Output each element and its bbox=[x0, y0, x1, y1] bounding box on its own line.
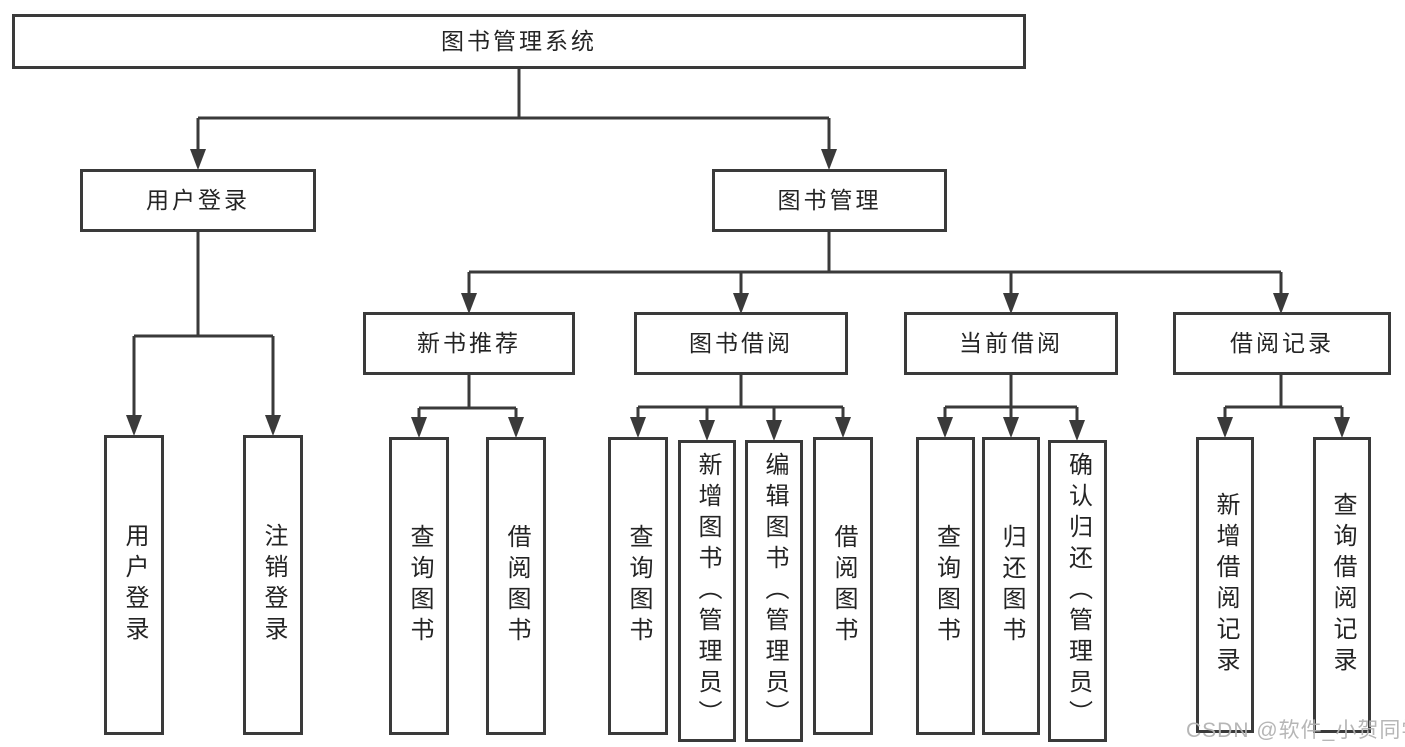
arrowhead bbox=[1003, 293, 1019, 314]
arrowhead bbox=[461, 293, 477, 314]
arrowhead bbox=[1217, 417, 1233, 438]
node-label: 当前借阅 bbox=[959, 329, 1063, 356]
arrowhead bbox=[265, 415, 281, 436]
leaf-return-books: 归还图书 bbox=[982, 437, 1040, 735]
node-label: 查询图书 bbox=[406, 524, 433, 648]
arrowhead bbox=[1069, 420, 1085, 441]
leaf-confirm-return-admin: 确认归还（管理员） bbox=[1048, 440, 1107, 742]
node-label: 借阅图书 bbox=[830, 524, 857, 648]
node-label: 查询图书 bbox=[932, 524, 960, 648]
arrowhead bbox=[126, 415, 142, 436]
arrowhead bbox=[1273, 293, 1289, 314]
arrowhead bbox=[411, 417, 427, 438]
arrowhead bbox=[733, 293, 749, 314]
arrowhead bbox=[630, 417, 646, 438]
leaf-user-login: 用户登录 bbox=[104, 435, 164, 735]
leaf-borrow-books-borrowing: 借阅图书 bbox=[813, 437, 873, 735]
node-label: 编辑图书（管理员） bbox=[761, 451, 788, 731]
arrowheads bbox=[126, 149, 1350, 441]
arrowhead bbox=[766, 420, 782, 441]
node-new-book-recommendation: 新书推荐 bbox=[363, 312, 575, 375]
node-label: 注销登录 bbox=[260, 523, 287, 647]
node-label: 用户登录 bbox=[121, 523, 148, 647]
arrowhead bbox=[835, 417, 851, 438]
arrowhead bbox=[508, 417, 524, 438]
arrowhead bbox=[937, 417, 953, 438]
node-label: 确认归还（管理员） bbox=[1064, 451, 1092, 731]
leaf-query-books-current: 查询图书 bbox=[916, 437, 975, 735]
arrowhead bbox=[699, 420, 715, 441]
leaf-add-borrow-record: 新增借阅记录 bbox=[1196, 437, 1254, 733]
arrowhead bbox=[190, 149, 206, 170]
csdn-watermark: CSDN @软件_小贺同学 bbox=[1186, 719, 1405, 742]
leaf-add-books-admin: 新增图书（管理员） bbox=[678, 440, 736, 742]
leaf-query-books-borrowing: 查询图书 bbox=[608, 437, 668, 735]
node-label: 新增借阅记录 bbox=[1212, 492, 1239, 678]
node-label: 图书借阅 bbox=[689, 329, 793, 356]
node-label: 借阅记录 bbox=[1230, 329, 1334, 356]
node-label: 借阅图书 bbox=[503, 524, 530, 648]
node-label: 新增图书（管理员） bbox=[694, 451, 721, 731]
node-label: 查询图书 bbox=[625, 524, 652, 648]
node-book-borrowing: 图书借阅 bbox=[634, 312, 848, 375]
node-label: 图书管理系统 bbox=[441, 27, 597, 54]
leaf-query-borrow-record: 查询借阅记录 bbox=[1313, 437, 1371, 733]
node-label: 新书推荐 bbox=[417, 329, 521, 356]
leaf-borrow-books-recommend: 借阅图书 bbox=[486, 437, 546, 735]
node-book-management: 图书管理 bbox=[712, 169, 947, 232]
leaf-edit-books-admin: 编辑图书（管理员） bbox=[745, 440, 803, 742]
node-user-login: 用户登录 bbox=[80, 169, 316, 232]
node-label: 查询借阅记录 bbox=[1329, 492, 1356, 678]
node-borrowing-records: 借阅记录 bbox=[1173, 312, 1391, 375]
arrowhead bbox=[1334, 417, 1350, 438]
node-label: 归还图书 bbox=[998, 524, 1025, 648]
node-label: 图书管理 bbox=[777, 186, 882, 213]
leaf-logout-login: 注销登录 bbox=[243, 435, 303, 735]
node-current-borrowing: 当前借阅 bbox=[904, 312, 1118, 375]
node-library-management-system: 图书管理系统 bbox=[12, 14, 1026, 69]
leaf-query-books-recommend: 查询图书 bbox=[389, 437, 449, 735]
node-label: 用户登录 bbox=[146, 186, 250, 213]
arrowhead bbox=[1003, 417, 1019, 438]
arrowhead bbox=[821, 149, 837, 170]
